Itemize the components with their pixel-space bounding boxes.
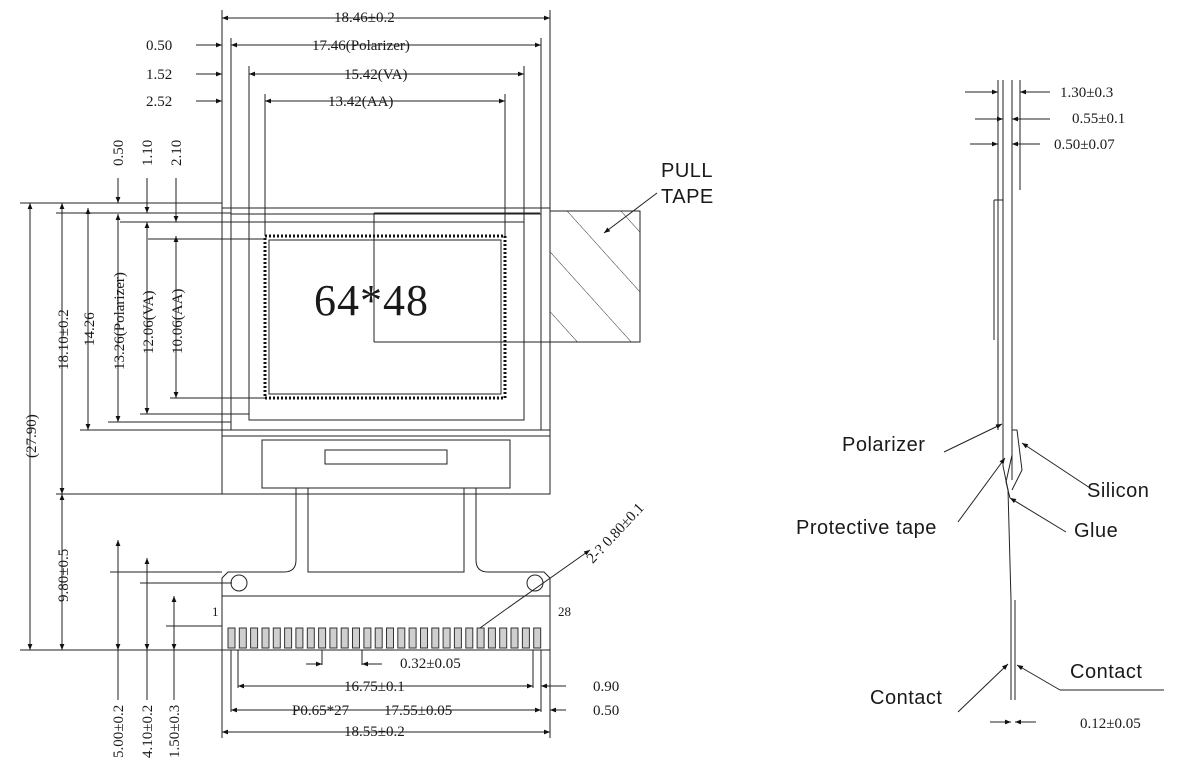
- contact-pad: [227, 627, 236, 649]
- pull-tape: [549, 210, 641, 343]
- contact-pad: [306, 627, 315, 649]
- contact-pad: [521, 627, 530, 649]
- contact-pad: [329, 627, 338, 649]
- contact-pad: [453, 627, 462, 649]
- contact-pad: [318, 627, 327, 649]
- contact-pad: [284, 627, 293, 649]
- contact-pad: [363, 627, 372, 649]
- contact-pad: [340, 627, 349, 649]
- contact-pad: [476, 627, 485, 649]
- contact-pad: [431, 627, 440, 649]
- contact-pad: [397, 627, 406, 649]
- contact-pad: [510, 627, 519, 649]
- contact-pad: [408, 627, 417, 649]
- contact-pad: [250, 627, 259, 649]
- contact-pad: [499, 627, 508, 649]
- contact-pad: [420, 627, 428, 649]
- contact-pad: [374, 627, 383, 649]
- contact-pad: [295, 627, 304, 649]
- module-outline: [221, 207, 551, 495]
- contact-pad: [386, 627, 394, 649]
- contact-pad: [533, 627, 542, 649]
- contact-pad: [487, 627, 496, 649]
- active-area: [263, 234, 507, 400]
- contact-pad: [238, 627, 247, 649]
- contact-pad: [352, 627, 360, 649]
- mounting-hole-left: [230, 574, 248, 592]
- contact-pad: [272, 627, 281, 649]
- contact-pad: [261, 627, 270, 649]
- fpc-neck: [221, 488, 551, 651]
- contact-pad: [442, 627, 451, 649]
- driver-ic: [324, 449, 448, 465]
- viewing-area-outline: [248, 221, 525, 421]
- contact-pad: [465, 627, 474, 649]
